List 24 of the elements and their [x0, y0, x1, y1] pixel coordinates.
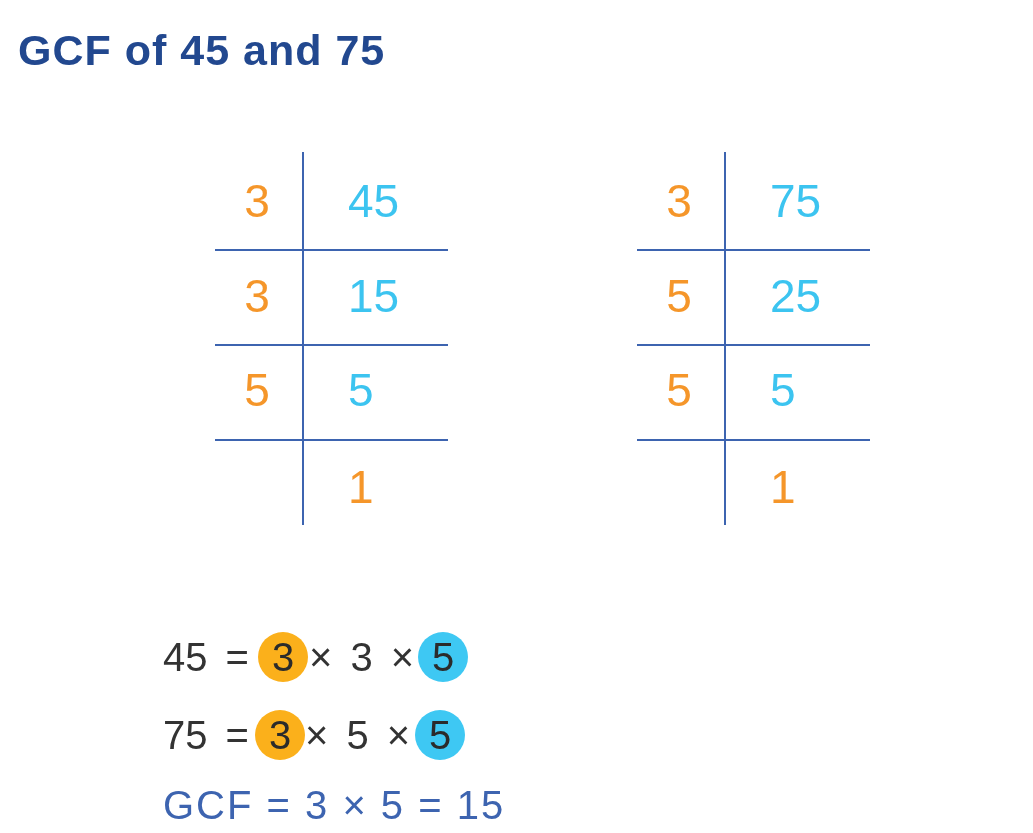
divisor-number: 3 [666, 178, 692, 224]
dividend-number: 5 [770, 367, 796, 413]
divisor-number: 5 [244, 367, 270, 413]
title: GCF of 45 and 75 [18, 29, 386, 72]
equation-text: 45 = [163, 637, 249, 677]
dividend-number: 15 [348, 273, 400, 319]
highlighted-factor: 5 [418, 632, 468, 682]
equation-text: × 5 × [305, 715, 411, 755]
highlighted-factor: 3 [255, 710, 305, 760]
dividend-number: 25 [770, 273, 822, 319]
equation-text: × 3 × [309, 637, 415, 677]
final-quotient: 1 [348, 464, 374, 510]
final-quotient: 1 [770, 464, 796, 510]
highlighted-factor: 5 [415, 710, 465, 760]
result-equation: GCF = 3 × 5 = 15 [163, 785, 506, 825]
divisor-number: 5 [666, 367, 692, 413]
dividend-number: 75 [770, 178, 822, 224]
highlighted-factor: 3 [258, 632, 308, 682]
dividend-number: 5 [348, 367, 374, 413]
divisor-number: 3 [244, 178, 270, 224]
equation-text: 75 = [163, 715, 249, 755]
divisor-number: 3 [244, 273, 270, 319]
dividend-number: 45 [348, 178, 400, 224]
divisor-number: 5 [666, 273, 692, 319]
